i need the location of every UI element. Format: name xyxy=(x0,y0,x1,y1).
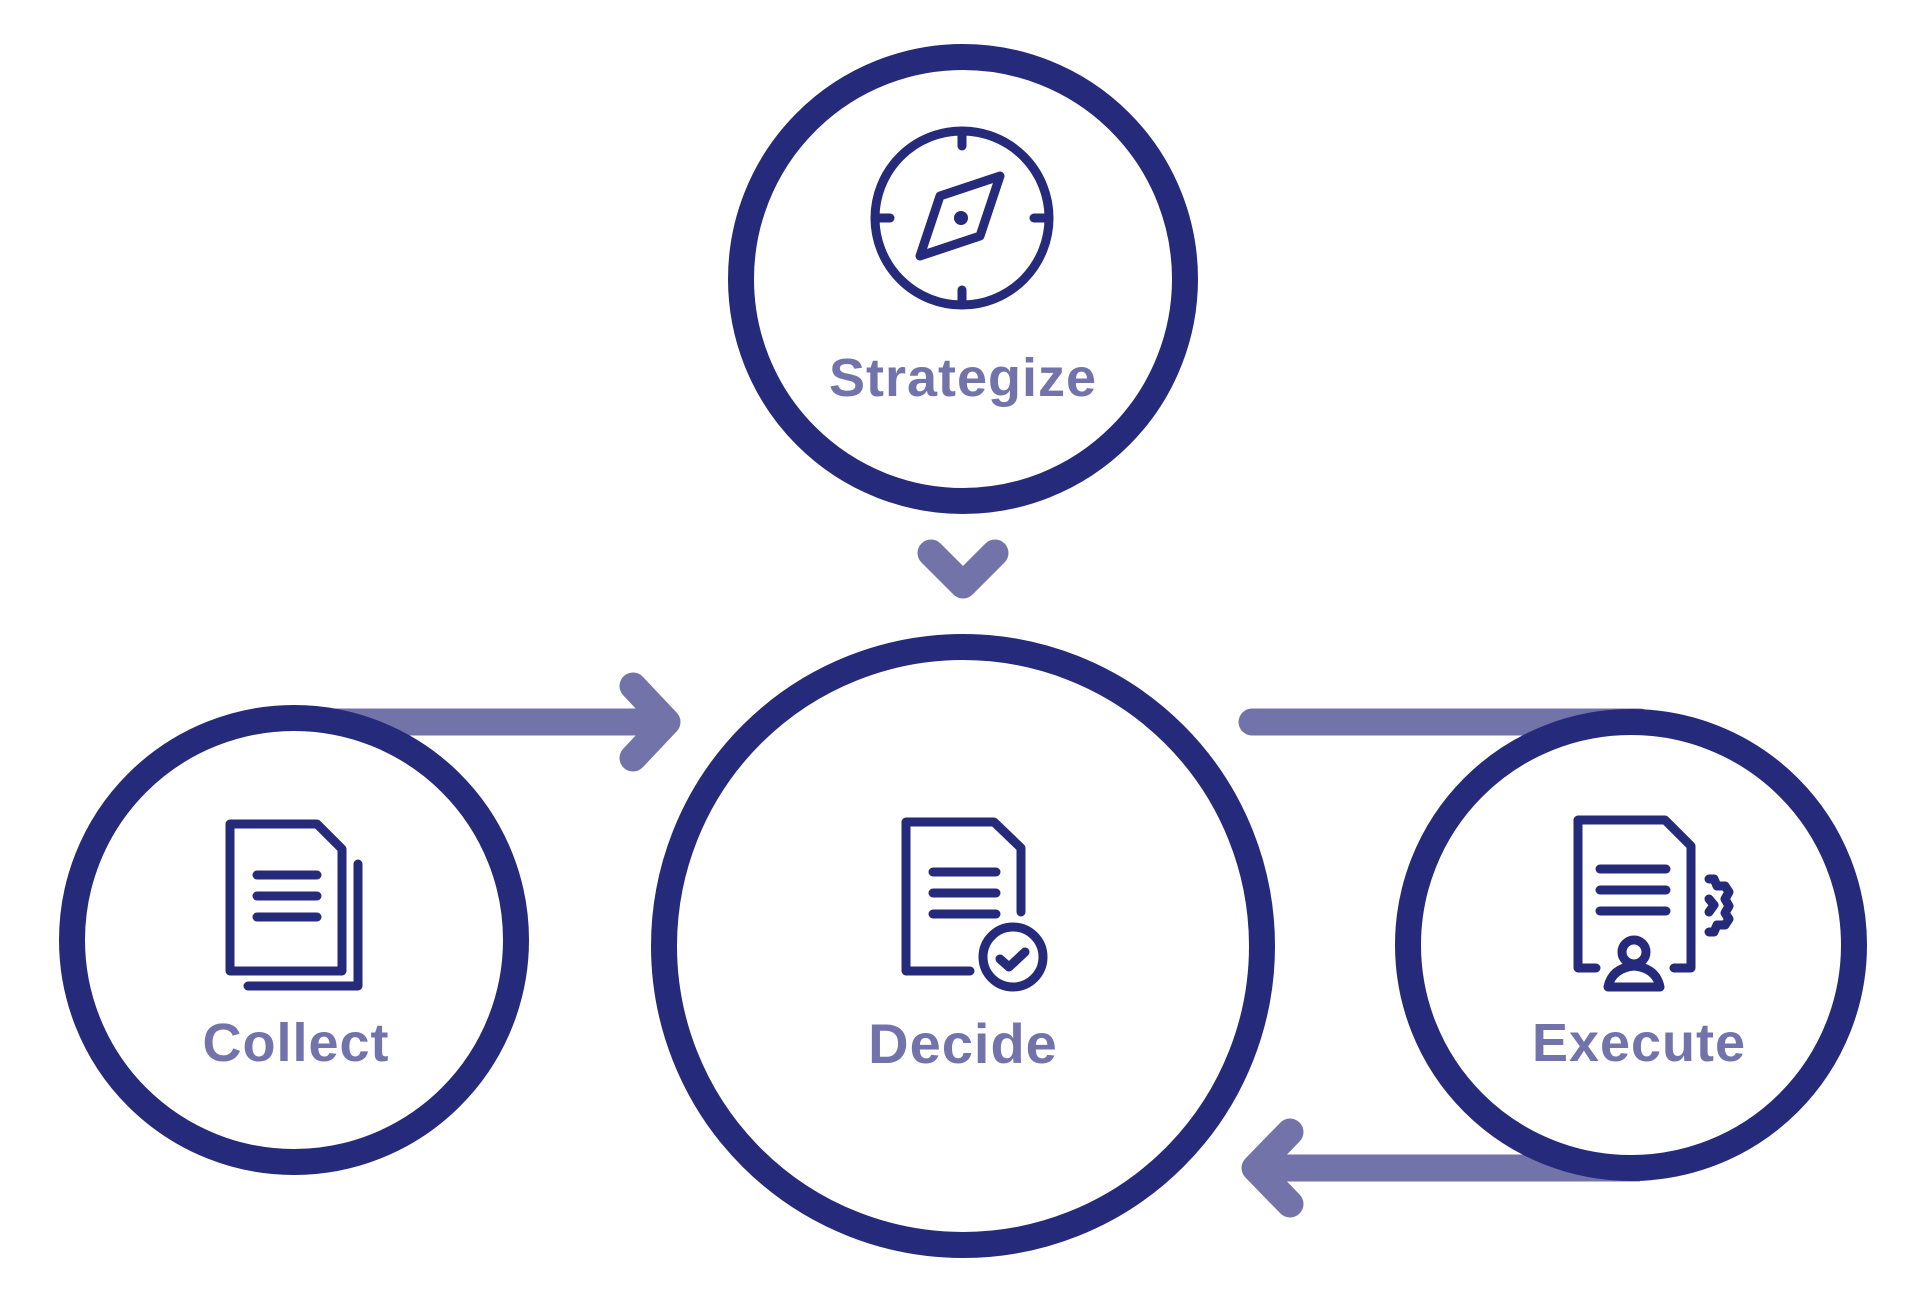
node-label: Execute xyxy=(1532,1013,1746,1073)
document-person-gear-icon xyxy=(1573,815,1734,992)
edge-strategize-to-decide xyxy=(917,539,1009,599)
node-label: Collect xyxy=(202,1013,389,1073)
arrow-right-icon xyxy=(619,672,681,772)
node-collect: Collect xyxy=(59,705,529,1175)
node-ring xyxy=(59,705,529,1175)
gear-icon xyxy=(1704,874,1734,937)
document-check-icon xyxy=(901,817,1048,992)
node-ring xyxy=(651,634,1275,1258)
node-strategize: Strategize xyxy=(728,44,1198,514)
chevron-down-icon xyxy=(917,539,1009,599)
node-execute: Execute xyxy=(1395,709,1867,1181)
node-label: Decide xyxy=(868,1012,1058,1075)
arrow-left-icon xyxy=(1241,1118,1304,1218)
node-decide: Decide xyxy=(651,634,1275,1258)
documents-stack-icon xyxy=(225,819,363,991)
node-label: Strategize xyxy=(829,348,1097,408)
compass-icon xyxy=(870,126,1054,310)
node-ring xyxy=(728,44,1198,514)
